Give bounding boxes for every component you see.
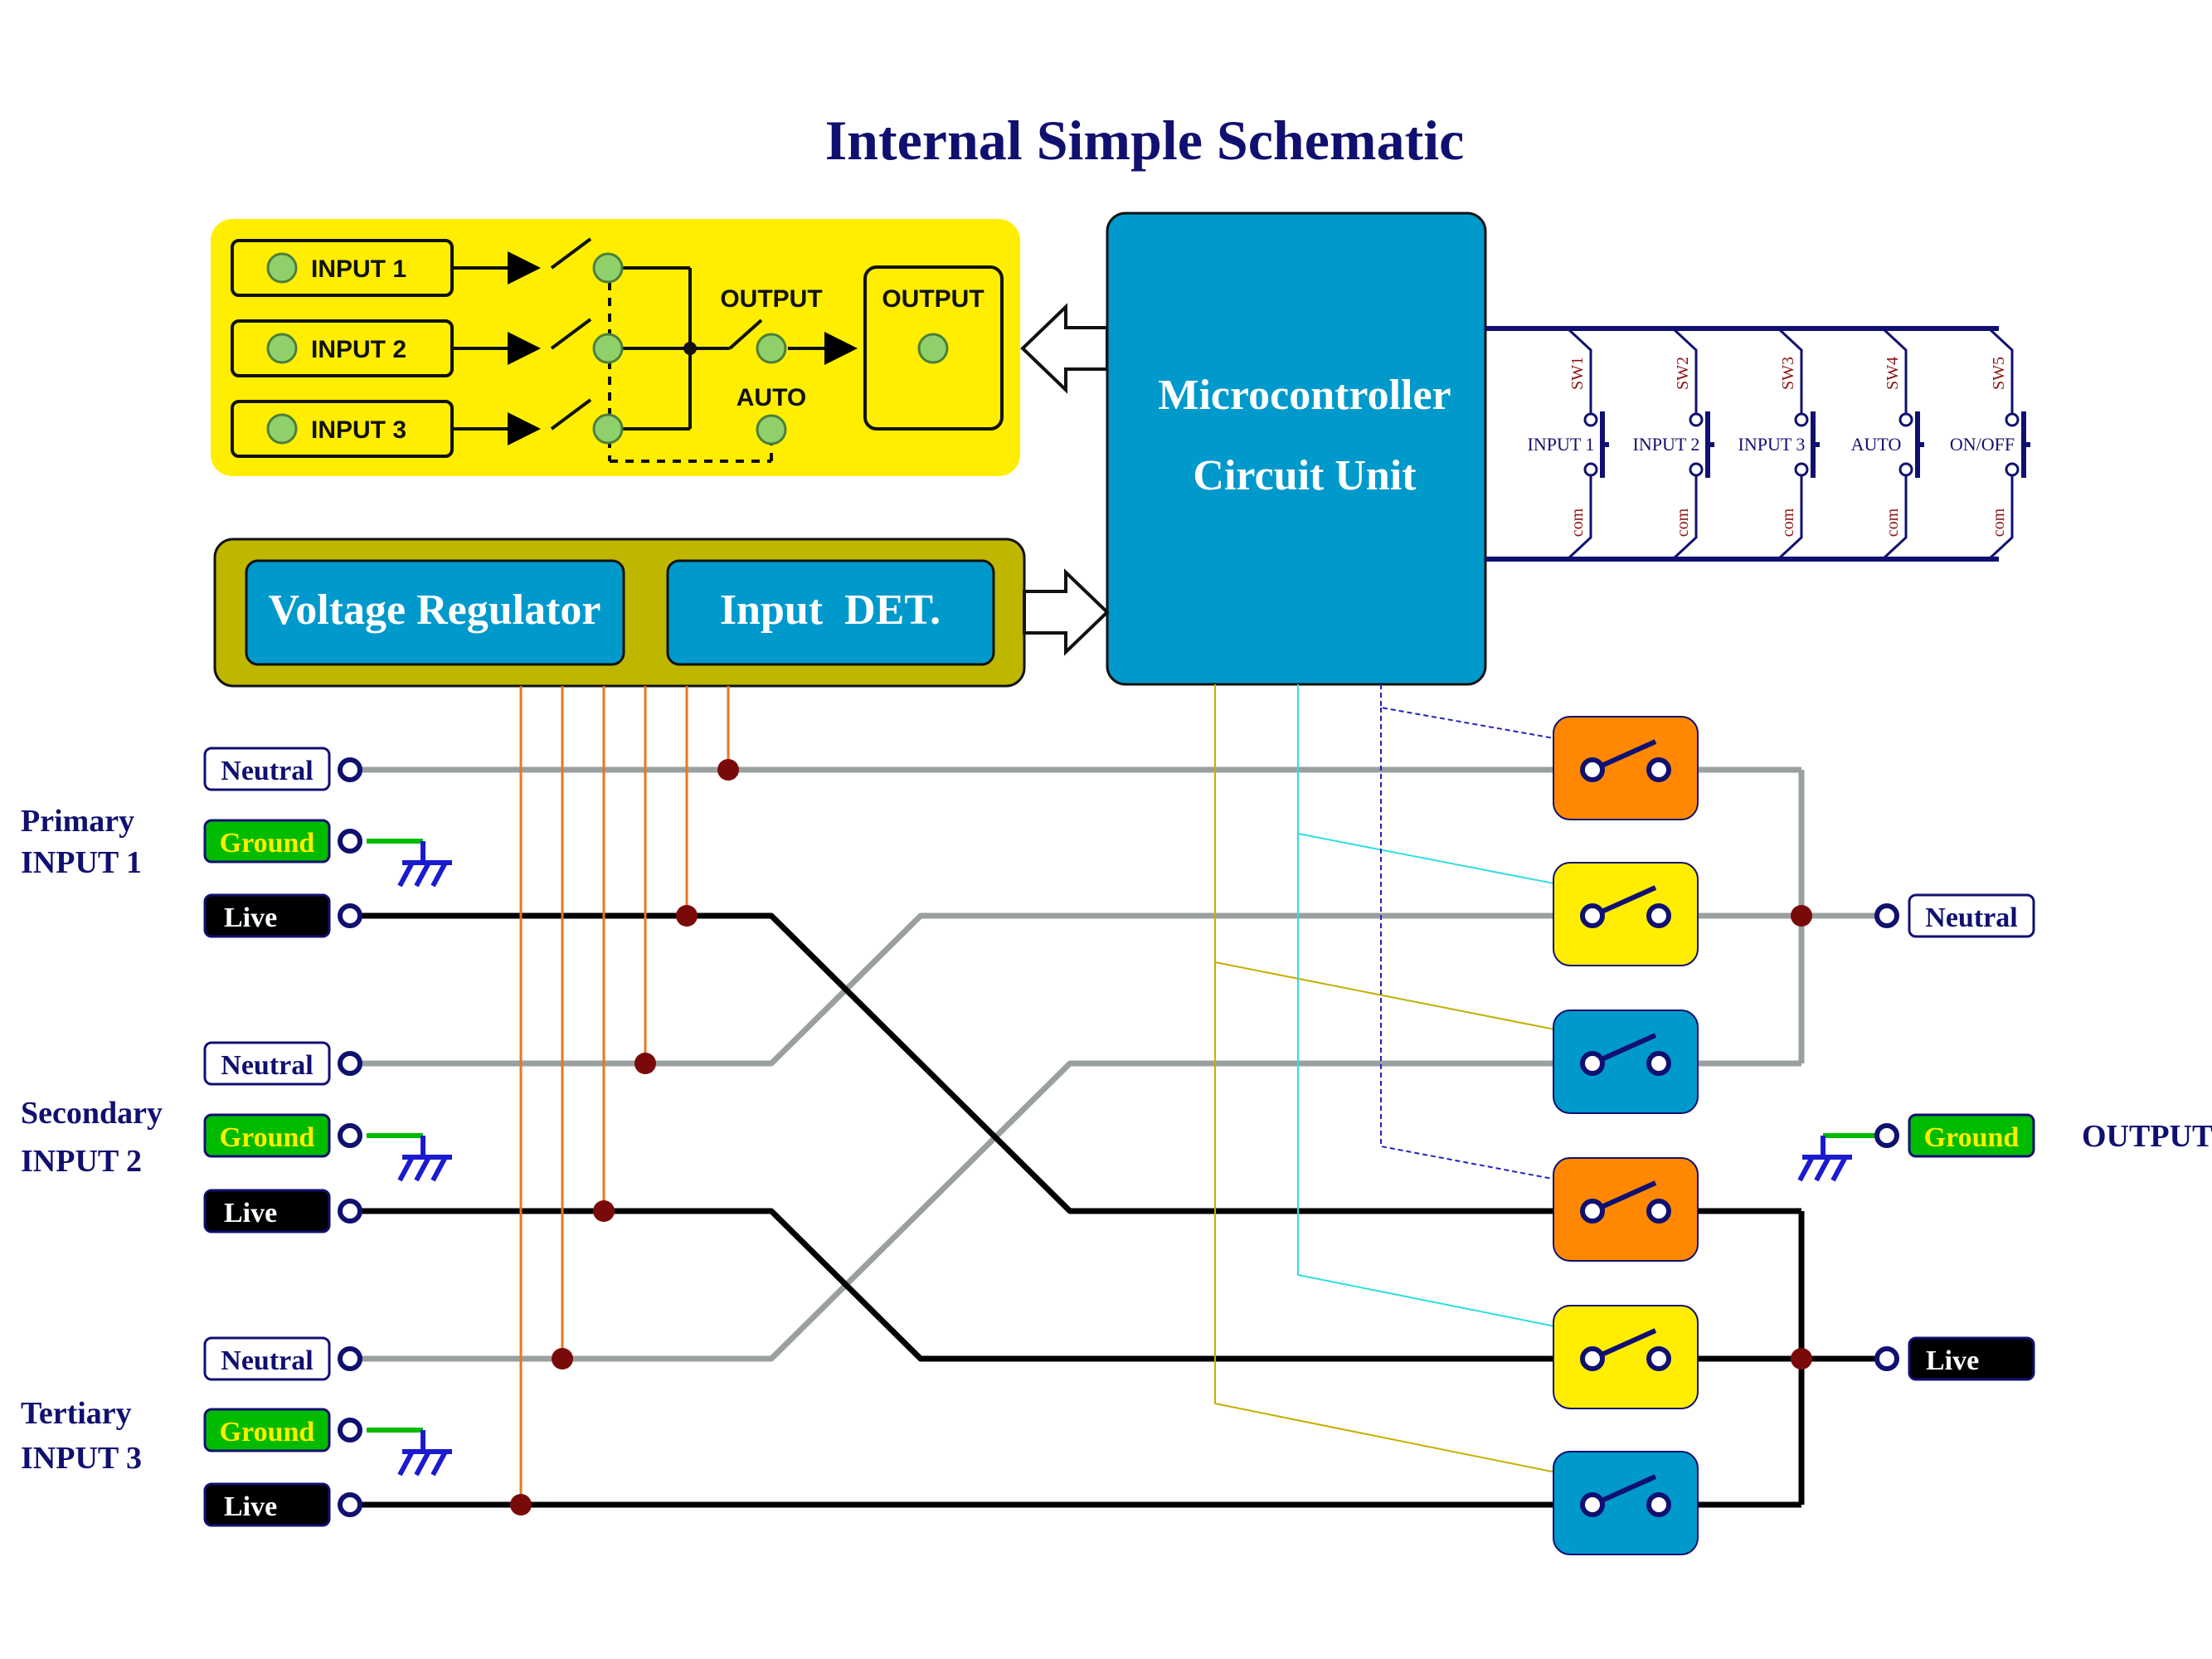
relay-3	[1553, 1010, 1699, 1114]
ground-symbols	[397, 841, 1852, 1477]
switch-name: SW5	[1990, 357, 2008, 390]
input-group-3: Tertiary INPUT 3 Neutral Ground Live	[21, 1336, 331, 1527]
indicator-input-2-label: INPUT 2	[311, 336, 406, 363]
voltage-regulator-label: Voltage Regulator	[268, 586, 600, 634]
input-2-ground-label: Ground	[220, 1122, 315, 1153]
switch-com-label: com	[1990, 508, 2008, 537]
relay-4	[1553, 1157, 1699, 1262]
input-2-neutral-label: Neutral	[221, 1050, 313, 1081]
input-3-neutral-label: Neutral	[221, 1345, 313, 1376]
input-group-2-line1: Secondary	[21, 1096, 163, 1131]
ground-input-1-icon	[397, 841, 452, 888]
output-terminals: Neutral Ground Live OUTPUT	[1874, 893, 2212, 1381]
relay-5	[1553, 1305, 1699, 1409]
indicator-input-1: INPUT 1	[231, 239, 454, 297]
voltage-regulator-block: Voltage Regulator	[245, 559, 625, 666]
indicator-input-2: INPUT 2	[231, 319, 454, 377]
indicator-panel: INPUT 1 INPUT 2 INPUT 3	[211, 219, 1020, 476]
switch-label: INPUT 1	[1528, 434, 1595, 455]
switch-label: AUTO	[1851, 434, 1902, 455]
input-group-2: Secondary INPUT 2 Neutral Ground Live	[21, 1041, 331, 1233]
input-group-1-line2: INPUT 1	[21, 845, 142, 880]
input-group-3-line1: Tertiary	[21, 1396, 132, 1431]
input-3-live-label: Live	[224, 1491, 277, 1522]
relay-2	[1553, 862, 1699, 966]
led-input-3-icon	[266, 413, 298, 445]
regulator-panel: Voltage Regulator Input DET.	[213, 538, 1026, 688]
ground-output-icon	[1797, 1136, 1852, 1182]
input-group-1-line1: Primary	[21, 804, 134, 839]
diagram-title: Internal Simple Schematic	[825, 109, 1465, 172]
led-input-1-icon	[266, 252, 298, 284]
ground-input-3-icon	[397, 1430, 452, 1477]
output-label: OUTPUT	[2082, 1119, 2212, 1154]
switch-name: SW4	[1884, 357, 1902, 390]
input-det-label: Input DET.	[720, 586, 941, 634]
output-switch-label: OUTPUT	[720, 285, 822, 313]
switch-com-label: com	[1674, 508, 1692, 537]
mcu-label-line1: Microcontroller	[1158, 372, 1451, 419]
indicator-input-3-label: INPUT 3	[311, 416, 406, 444]
arrow-regulator-to-mcu-icon	[1023, 568, 1110, 656]
indicator-input-1-label: INPUT 1	[311, 255, 406, 283]
input-det-block: Input DET.	[666, 559, 995, 666]
output-live-label: Live	[1926, 1345, 1979, 1376]
switch-label: INPUT 3	[1738, 434, 1806, 455]
output-neutral-label: Neutral	[1925, 902, 2017, 933]
output-box-label: OUTPUT	[882, 285, 984, 313]
switch-led-icons	[592, 252, 787, 445]
switch-label: ON/OFF	[1950, 434, 2015, 455]
indicator-input-3: INPUT 3	[231, 400, 454, 458]
switch-label: INPUT 2	[1633, 434, 1700, 455]
output-ground-label: Ground	[1924, 1122, 2020, 1153]
ground-input-2-icon	[397, 1136, 452, 1182]
switch-com-label: com	[1884, 508, 1902, 537]
junction-dots	[510, 759, 1812, 1515]
switch-name: SW1	[1568, 357, 1587, 390]
input-group-1: Primary INPUT 1 Neutral Ground Live	[21, 747, 331, 938]
relay-6	[1553, 1451, 1699, 1555]
input-group-3-line2: INPUT 3	[21, 1441, 142, 1476]
led-input-2-icon	[266, 333, 298, 364]
input-1-neutral-label: Neutral	[221, 756, 313, 786]
indicator-output-box: OUTPUT	[863, 265, 1004, 431]
switch-name: SW3	[1779, 357, 1797, 390]
input-2-live-label: Live	[224, 1198, 277, 1228]
mcu-label-line2: Circuit Unit	[1193, 452, 1417, 499]
switch-com-label: com	[1568, 508, 1587, 537]
output-terminal-icons	[1874, 903, 1899, 1371]
switch-name: SW2	[1674, 357, 1692, 390]
input-group-2-line2: INPUT 2	[21, 1144, 142, 1179]
arrow-mcu-to-panel-icon	[1020, 303, 1109, 394]
input-3-ground-label: Ground	[220, 1417, 315, 1447]
switch-com-label: com	[1779, 508, 1797, 537]
input-1-live-label: Live	[224, 902, 277, 933]
auto-label: AUTO	[737, 384, 806, 411]
led-output-icon	[917, 333, 949, 364]
relay-bank	[1553, 716, 1699, 1555]
microcontroller-unit: Microcontroller Circuit Unit	[1106, 212, 1487, 686]
relay-1	[1553, 716, 1699, 820]
input-terminal-icons	[338, 757, 362, 1517]
input-1-ground-label: Ground	[220, 828, 315, 859]
